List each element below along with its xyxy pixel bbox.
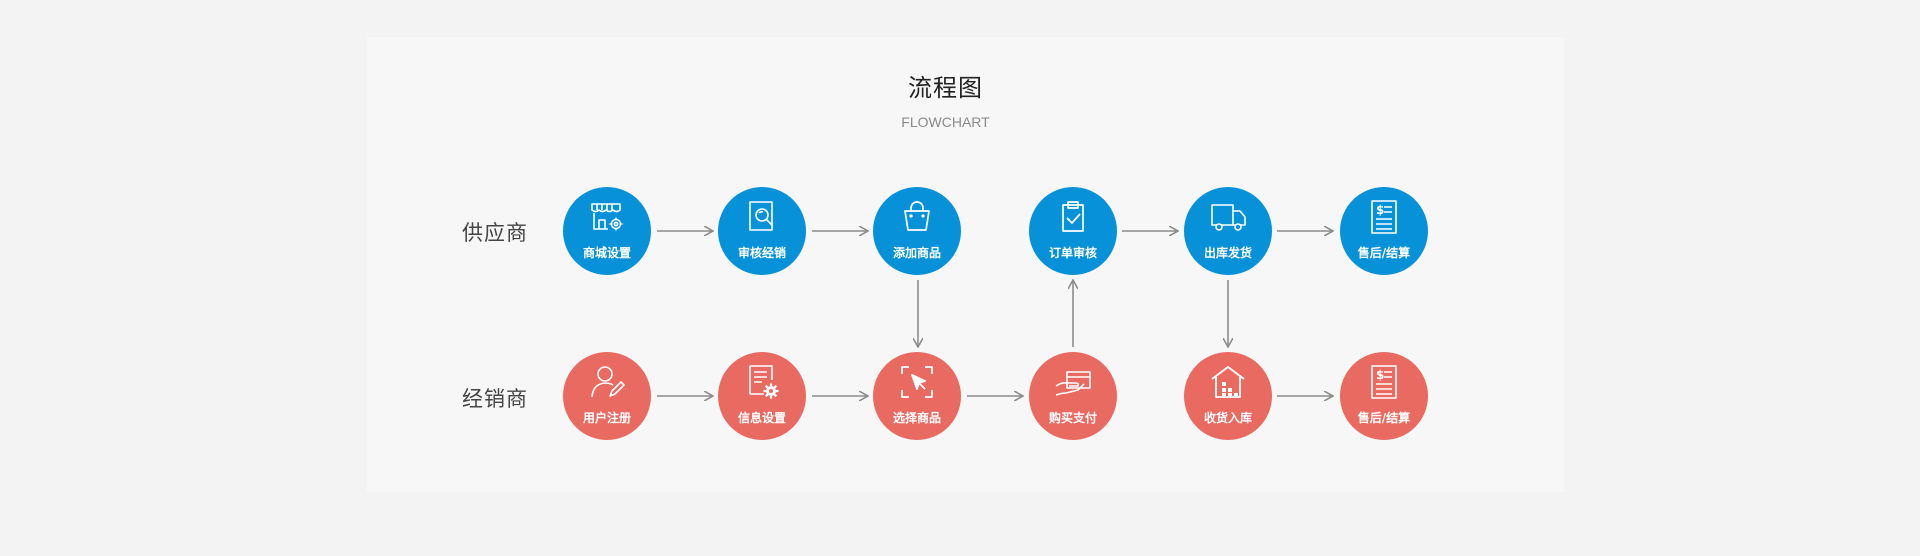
shopping-bag-icon xyxy=(904,201,930,231)
node-aftersale-settlement-supplier[interactable]: $ 售后/结算 xyxy=(1340,187,1428,275)
node-label: 信息设置 xyxy=(737,411,786,425)
svg-text:$: $ xyxy=(1376,203,1384,217)
card-hand-icon xyxy=(1055,371,1091,396)
node-label: 用户注册 xyxy=(582,411,631,425)
node-label: 售后/结算 xyxy=(1357,411,1411,425)
row-label-dealer: 经销商 xyxy=(462,387,528,411)
node-label: 审核经销 xyxy=(737,246,786,260)
node-label: 出库发货 xyxy=(1203,246,1252,260)
node-order-review[interactable]: 订单审核 xyxy=(1029,187,1117,275)
node-review-dealer[interactable]: 审核经销 xyxy=(718,187,806,275)
node-add-product[interactable]: 添加商品 xyxy=(873,187,961,275)
node-label: 收货入库 xyxy=(1203,411,1252,425)
document-magnifier-icon xyxy=(749,201,774,231)
invoice-dollar-icon: $ xyxy=(1371,200,1397,234)
node-receive-stock[interactable]: 收货入库 xyxy=(1184,352,1272,440)
delivery-truck-icon xyxy=(1211,204,1246,231)
node-label: 购买支付 xyxy=(1048,411,1097,425)
node-ship-out[interactable]: 出库发货 xyxy=(1184,187,1272,275)
node-label: 选择商品 xyxy=(892,411,941,425)
flowchart-title: 流程图 xyxy=(908,74,983,102)
node-label: 添加商品 xyxy=(892,246,941,260)
node-label: 订单审核 xyxy=(1048,246,1097,260)
flowchart-subtitle: FLOWCHART xyxy=(901,114,990,130)
user-pen-icon xyxy=(591,366,625,398)
node-label: 售后/结算 xyxy=(1357,246,1411,260)
node-info-settings[interactable]: 信息设置 xyxy=(718,352,806,440)
clipboard-check-icon xyxy=(1062,201,1084,232)
document-gear-icon xyxy=(749,365,779,399)
node-aftersale-settlement-dealer[interactable]: $ 售后/结算 xyxy=(1340,352,1428,440)
select-cursor-icon xyxy=(901,366,933,398)
node-label: 商城设置 xyxy=(582,246,631,260)
svg-text:$: $ xyxy=(1376,368,1384,382)
row-label-supplier: 供应商 xyxy=(462,221,528,245)
node-select-product[interactable]: 选择商品 xyxy=(873,352,961,440)
node-mall-settings[interactable]: 商城设置 xyxy=(563,187,651,275)
warehouse-icon xyxy=(1211,366,1245,398)
storefront-gear-icon xyxy=(591,203,623,231)
node-user-register[interactable]: 用户注册 xyxy=(563,352,651,440)
invoice-dollar-icon: $ xyxy=(1371,365,1397,399)
node-purchase-pay[interactable]: 购买支付 xyxy=(1029,352,1117,440)
